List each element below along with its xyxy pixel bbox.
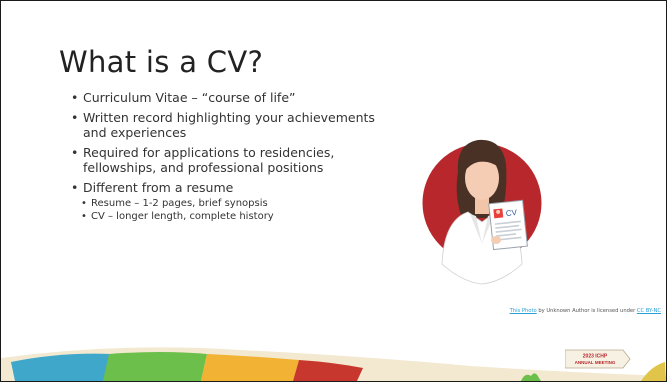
meeting-badge: 2023 ICHP ANNUAL MEETING — [565, 349, 631, 369]
slide-title: What is a CV? — [59, 45, 264, 79]
bullet-item: Required for applications to residencies… — [71, 145, 391, 175]
badge-line-2: ANNUAL MEETING — [575, 360, 616, 365]
bullet-list: Curriculum Vitae – “course of life” Writ… — [71, 90, 391, 223]
image-credit-caption: This Photo by Unknown Author is licensed… — [421, 308, 661, 314]
photo-link[interactable]: This Photo — [509, 308, 537, 314]
cv-document-label: CV — [505, 208, 518, 218]
badge-line-1: 2023 ICHP — [583, 354, 608, 360]
license-link[interactable]: CC BY-NC — [636, 308, 661, 314]
bullet-item: Curriculum Vitae – “course of life” — [71, 90, 391, 105]
sub-bullet-item: CV – longer length, complete history — [71, 210, 391, 223]
credit-text: by Unknown Author is licensed under — [536, 308, 637, 314]
sub-bullet-item: Resume – 1-2 pages, brief synopsis — [71, 197, 391, 210]
bullet-item: Different from a resume — [71, 180, 391, 195]
cv-illustration: CV — [420, 139, 544, 285]
bullet-item: Written record highlighting your achieve… — [71, 110, 391, 140]
decorative-banner — [1, 347, 666, 381]
